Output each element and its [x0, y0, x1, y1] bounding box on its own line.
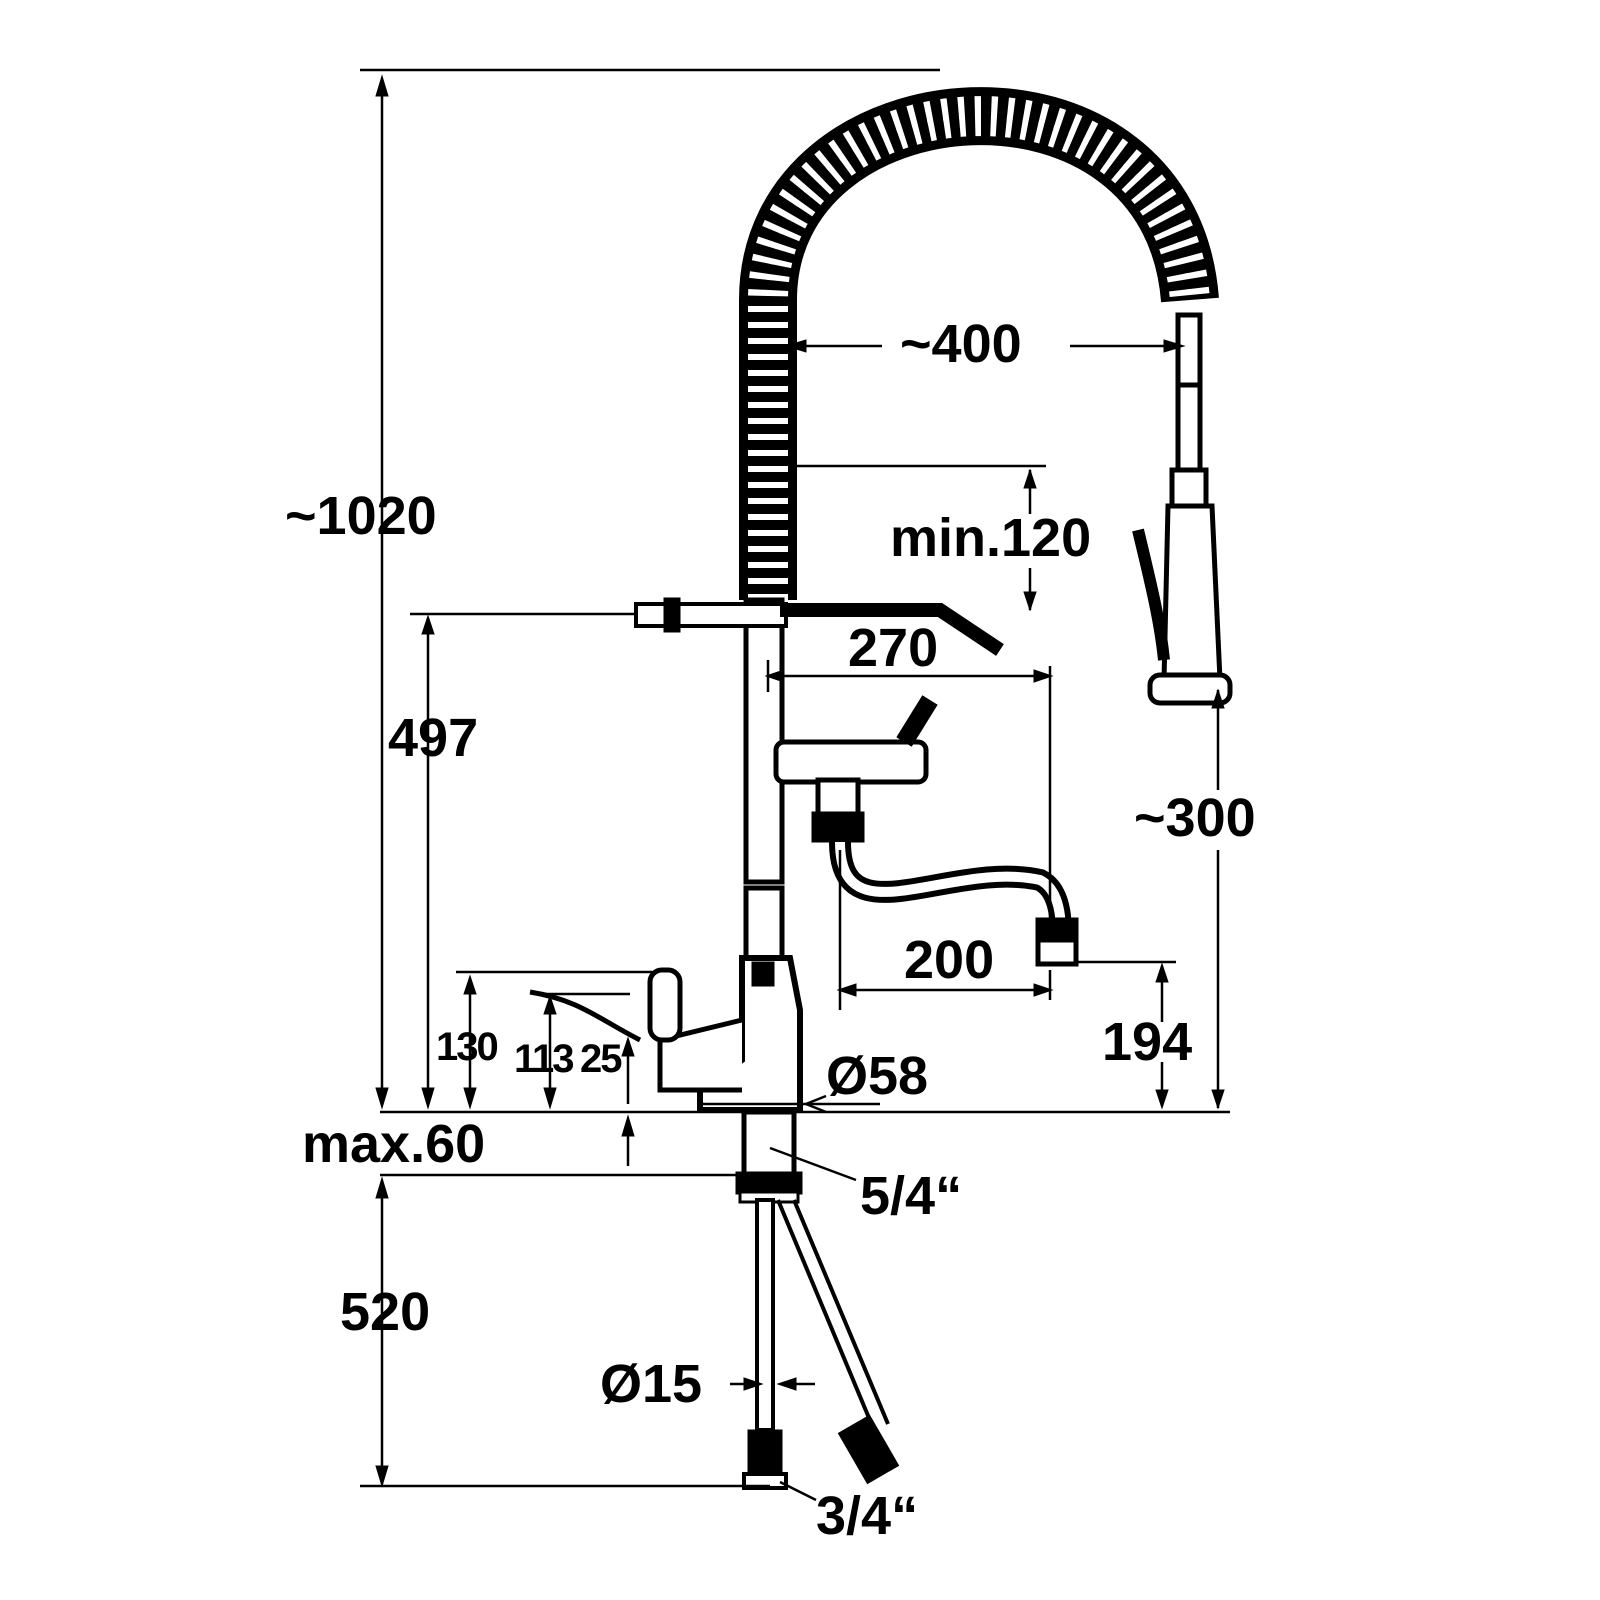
connection-size-label: 5/4“ [860, 1166, 962, 1226]
spray-height-label: ~300 [1134, 788, 1256, 848]
dimension-lines [360, 68, 1225, 1502]
hose-diameter-label: Ø15 [600, 1354, 702, 1414]
supply-hoses [742, 1198, 900, 1490]
faucet-body [529, 955, 803, 1113]
outlet-reach-label: 200 [904, 930, 994, 990]
spout-assembly [773, 695, 1079, 967]
spout-height-label: 497 [388, 708, 478, 768]
spray-head [1132, 312, 1233, 706]
mounting-shank [735, 1109, 803, 1204]
handle-offset-25-label: 25 [580, 1037, 622, 1081]
overall-height-label: ~1020 [285, 486, 437, 546]
hose-holder-arm [410, 597, 1004, 656]
spring-coil-hose [739, 87, 1219, 600]
handle-height-130-label: 130 [436, 1025, 497, 1069]
max-deck-thickness-label: max.60 [302, 1114, 485, 1174]
base-diameter-label: Ø58 [826, 1046, 928, 1106]
spout-reach-label: 270 [848, 618, 938, 678]
hose-length-label: 520 [340, 1282, 430, 1342]
spray-reach-label: ~400 [900, 314, 1022, 374]
min-clearance-label: min.120 [890, 508, 1091, 568]
outlet-height-label: 194 [1102, 1012, 1192, 1072]
supply-thread-label: 3/4“ [816, 1486, 918, 1546]
handle-height-113-label: 113 [514, 1037, 573, 1081]
